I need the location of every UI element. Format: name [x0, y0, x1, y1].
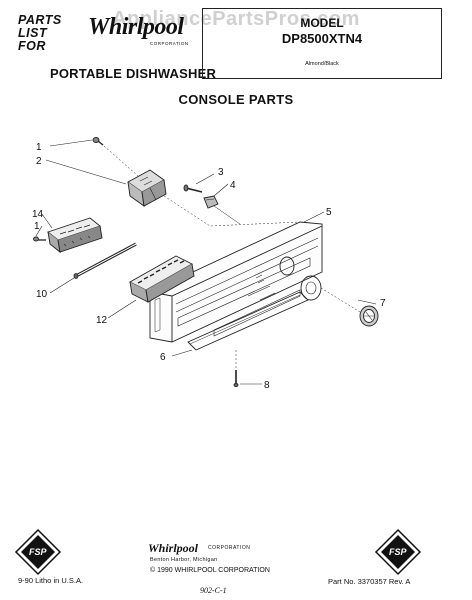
- footer-brand: Whirlpool: [148, 541, 199, 555]
- callout-5: 5: [326, 207, 332, 218]
- fsp-text-left: FSP: [29, 547, 48, 557]
- model-number: DP8500XTN4: [281, 31, 363, 46]
- footer-corporation: CORPORATION: [208, 545, 251, 551]
- for-word: FOR: [18, 39, 46, 53]
- watermark: AppliancePartsPros.com: [112, 8, 360, 30]
- screw-top: [92, 137, 104, 146]
- control-knob: [320, 287, 379, 327]
- screw-and-clip: [183, 184, 219, 209]
- callout-7: 7: [380, 298, 386, 309]
- footer-handwritten-note: 902-C-1: [200, 586, 227, 595]
- screw-lower: [33, 236, 46, 242]
- footer-litho: 9-90 Litho in U.S.A.: [18, 576, 84, 585]
- switch-module: [127, 169, 167, 207]
- button-assembly: [129, 255, 195, 303]
- section-title: CONSOLE PARTS: [178, 92, 294, 107]
- footer-city: Benton Harbor, Michigan: [150, 557, 218, 563]
- product-title: PORTABLE DISHWASHER: [50, 66, 217, 81]
- brand-logo: Whirlpool: [88, 14, 184, 40]
- callout-3: 3: [218, 167, 224, 178]
- footer-part-number: Part No. 3370357 Rev. A: [328, 577, 411, 586]
- parts-word: PARTS: [18, 13, 62, 27]
- callout-14: 14: [32, 209, 44, 220]
- brand-corporation: CORPORATION: [150, 41, 189, 46]
- callout-1-lower: 1: [34, 221, 40, 232]
- console-panel: [149, 221, 323, 343]
- callout-10: 10: [36, 289, 48, 300]
- fsp-text-right: FSP: [389, 547, 408, 557]
- parts-list-for-label: PARTS LIST FOR: [18, 14, 62, 53]
- list-word: LIST: [18, 26, 48, 40]
- footer-copyright: © 1990 WHIRLPOOL CORPORATION: [150, 567, 270, 574]
- fsp-logo-left: FSP: [14, 528, 62, 576]
- model-label: MODEL: [300, 16, 344, 30]
- model-color: Almond/Black: [305, 61, 339, 67]
- rod: [73, 242, 137, 279]
- callout-6: 6: [160, 352, 166, 363]
- console-nameplate: [187, 291, 309, 351]
- model-box: MODEL DP8500XTN4 Almond/Black: [202, 8, 442, 79]
- callout-2: 2: [36, 156, 42, 167]
- bottom-screw: [233, 350, 239, 388]
- callout-8: 8: [264, 380, 270, 391]
- fsp-logo-right: FSP: [374, 528, 422, 576]
- leader-lines: [35, 139, 377, 385]
- callout-4: 4: [230, 180, 236, 191]
- button-block: [47, 217, 103, 254]
- callout-12: 12: [96, 315, 108, 326]
- callout-1-top: 1: [36, 142, 42, 153]
